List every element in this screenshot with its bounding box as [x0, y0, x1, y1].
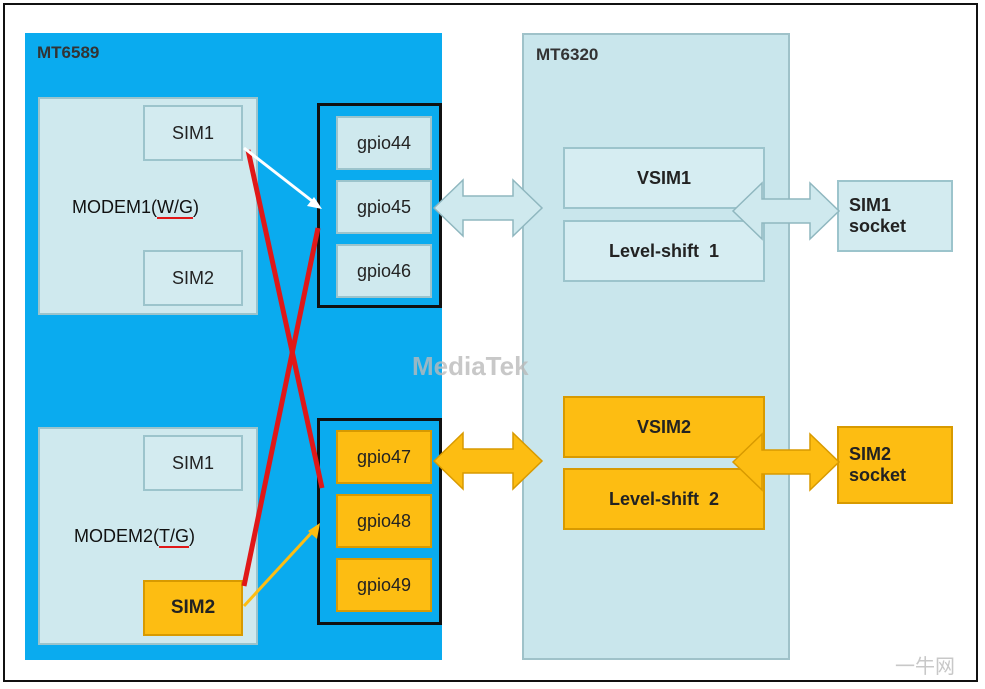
- diagram-frame: [3, 3, 978, 682]
- levelshift1-block: Level-shift 1: [563, 220, 765, 282]
- sim2-socket: SIM2 socket: [837, 426, 953, 504]
- arrow-sim2-to-gpio48: [242, 528, 316, 608]
- vsim1-block: VSIM1: [563, 147, 765, 209]
- modem1-sim1: SIM1: [143, 105, 243, 161]
- levelshift2-block: Level-shift 2: [563, 468, 765, 530]
- cross-line-sim2-to-gpio45: [241, 227, 321, 587]
- double-arrow-gpio47-mt6320: [432, 431, 544, 491]
- mt6320-chip: MT6320: [522, 33, 790, 660]
- arrow-sim1-to-gpio45: [243, 146, 317, 206]
- modem1-sim2: SIM2: [143, 250, 243, 306]
- arrowhead-sim2-to-gpio48: [308, 523, 320, 539]
- modem1-label: MODEM1(W/G): [72, 197, 199, 219]
- double-arrow-ls1-sim1socket: [731, 181, 841, 241]
- gpio46: gpio46: [336, 244, 432, 298]
- gpio45: gpio45: [336, 180, 432, 234]
- gpio48: gpio48: [336, 494, 432, 548]
- modem2-label-underlined: T/G: [159, 526, 189, 548]
- gpio49: gpio49: [336, 558, 432, 612]
- vsim2-block: VSIM2: [563, 396, 765, 458]
- modem2-sim2: SIM2: [143, 580, 243, 636]
- gpio44: gpio44: [336, 116, 432, 170]
- modem1-label-underlined: W/G: [157, 197, 193, 219]
- double-arrow-ls2-sim2socket: [731, 432, 841, 492]
- gpio-group-bottom: [317, 418, 442, 625]
- modem2-sim1: SIM1: [143, 435, 243, 491]
- mt6320-title: MT6320: [536, 45, 599, 64]
- mediatek-watermark: MediaTek: [412, 351, 529, 381]
- modem2-label: MODEM2(T/G): [74, 526, 195, 548]
- cross-line-sim1-to-gpio48: [245, 149, 325, 489]
- sim1-socket: SIM1 socket: [837, 180, 953, 252]
- gpio47: gpio47: [336, 430, 432, 484]
- double-arrow-gpio45-mt6320: [432, 178, 544, 238]
- corner-watermark: 一牛网: [895, 656, 955, 678]
- arrowhead-sim1-to-gpio45: [307, 197, 322, 209]
- mt6589-title: MT6589: [37, 43, 100, 62]
